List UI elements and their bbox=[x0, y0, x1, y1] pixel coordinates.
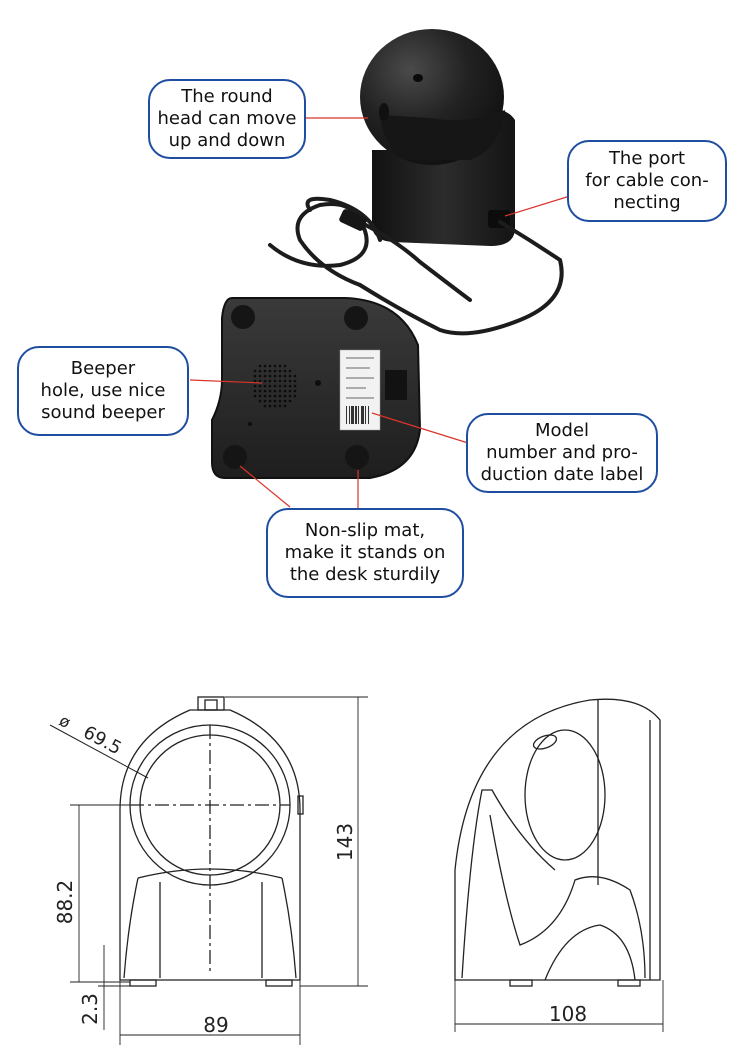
screw-hole bbox=[315, 380, 321, 386]
usb-cable bbox=[268, 196, 564, 336]
callout-model-label-line2: number and pro- bbox=[486, 442, 638, 463]
foot-top-right bbox=[344, 306, 368, 330]
dim-diameter-symbol: ø bbox=[56, 711, 74, 732]
side-foot-left bbox=[509, 979, 533, 987]
scanner-head-hole bbox=[413, 74, 423, 82]
side-stand-front bbox=[461, 789, 556, 979]
leader-nonslip-left bbox=[239, 465, 291, 508]
side-stand-arch bbox=[489, 814, 646, 979]
callout-beeper-line1: Beeper bbox=[70, 358, 136, 379]
diameter-leader bbox=[49, 724, 149, 779]
callout-model-label-line3: duction date label bbox=[480, 464, 644, 485]
foot-bottom-left bbox=[223, 445, 247, 469]
callout-leader-lines bbox=[189, 117, 571, 509]
callout-beeper-line3: sound beeper bbox=[41, 402, 165, 423]
scanner-upright bbox=[360, 29, 515, 246]
side-stand-inner bbox=[544, 924, 636, 981]
callout-round-head-line3: up and down bbox=[168, 130, 286, 151]
callout-round-head-line2: head can move bbox=[157, 108, 297, 129]
side-view-drawing bbox=[454, 698, 664, 1032]
callout-non-slip-line2: make it stands on bbox=[284, 542, 446, 563]
callout-cable-port: The port for cable con- necting bbox=[567, 140, 727, 222]
callout-beeper-line2: hole, use nice bbox=[40, 380, 166, 401]
small-hole bbox=[248, 422, 252, 426]
dim-width-front: 89 bbox=[203, 1013, 228, 1037]
side-top-slot bbox=[532, 734, 558, 750]
front-top-notch-inner bbox=[204, 699, 218, 711]
callout-cable-port-line1: The port bbox=[608, 148, 686, 169]
product-photo bbox=[189, 29, 571, 509]
foot-bottom-right bbox=[345, 445, 369, 469]
scanner-head-window bbox=[380, 110, 505, 160]
callout-round-head-line1: The round bbox=[181, 86, 273, 107]
leader-cable-port bbox=[504, 195, 571, 217]
callout-model-label: Model number and pro- duction date label bbox=[466, 413, 658, 493]
leader-beeper bbox=[189, 379, 263, 384]
callout-beeper: Beeper hole, use nice sound beeper bbox=[17, 346, 189, 436]
callout-cable-port-line3: necting bbox=[613, 192, 681, 213]
front-side-button bbox=[297, 795, 304, 815]
front-foot-right bbox=[265, 979, 293, 987]
bottom-port-recess bbox=[385, 370, 407, 400]
foot-top-left bbox=[231, 305, 255, 329]
front-view-drawing bbox=[49, 696, 368, 1045]
dimension-drawings: ø 69.5 143 88.2 2.3 89 108 bbox=[49, 696, 664, 1045]
dim-height-total: 143 bbox=[333, 823, 357, 861]
side-foot-right bbox=[617, 979, 641, 987]
front-stand-legs bbox=[123, 877, 297, 979]
dim-depth-side: 108 bbox=[549, 1002, 587, 1026]
beeper-grille bbox=[253, 364, 297, 408]
callout-cable-port-line2: for cable con- bbox=[585, 170, 709, 191]
callout-round-head: The round head can move up and down bbox=[148, 79, 306, 159]
front-foot-left bbox=[129, 979, 157, 987]
side-head-outline bbox=[454, 698, 661, 981]
callout-non-slip-line3: the desk sturdily bbox=[289, 564, 441, 585]
scanner-side-dimple bbox=[379, 103, 389, 121]
callout-non-slip: Non-slip mat, make it stands on the desk… bbox=[266, 508, 464, 598]
dim-foot-height: 2.3 bbox=[78, 993, 102, 1025]
side-lens bbox=[524, 729, 606, 861]
bottom-plate bbox=[211, 297, 422, 479]
dim-height-center: 88.2 bbox=[53, 880, 77, 925]
scanner-bottom-view bbox=[211, 297, 422, 479]
callout-model-label-line1: Model bbox=[534, 420, 590, 441]
front-top-notch bbox=[197, 696, 225, 711]
callout-non-slip-line1: Non-slip mat, bbox=[304, 520, 426, 541]
model-label-text-lines bbox=[346, 357, 374, 399]
model-label-barcode bbox=[346, 406, 369, 424]
leader-model-label bbox=[371, 412, 469, 444]
front-stand-neck bbox=[137, 868, 283, 879]
